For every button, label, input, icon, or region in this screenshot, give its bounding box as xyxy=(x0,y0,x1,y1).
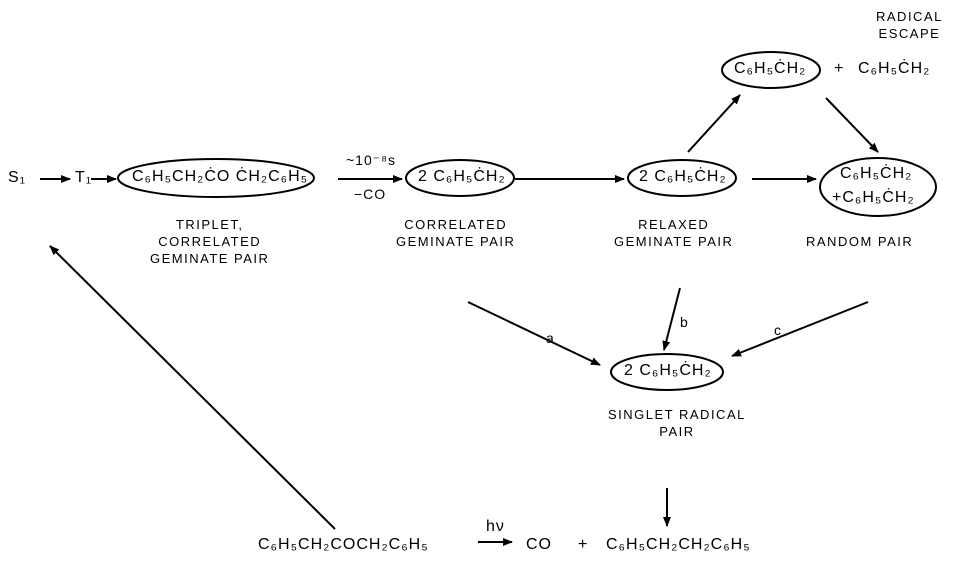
hv-label: hν xyxy=(486,518,505,535)
radical-escape-caption: RADICAL ESCAPE xyxy=(876,9,943,41)
relaxed-pair-label: 2 C₆H₅ĊH₂ xyxy=(639,168,727,185)
singlet-pair-ellipse xyxy=(610,353,724,391)
relaxed-pair-ellipse xyxy=(627,159,737,197)
relaxed-pair-caption: RELAXED GEMINATE PAIR xyxy=(614,217,734,249)
random-pair-caption: RANDOM PAIR xyxy=(806,234,914,249)
free-radical-label: C₆H₅ĊH₂ xyxy=(858,60,931,77)
bibenzyl-label: C₆H₅CH₂CH₂C₆H₅ xyxy=(606,536,751,553)
ketone-label: C₆H₅CH₂COCH₂C₆H₅ xyxy=(258,536,429,553)
singlet-pair-label: 2 C₆H₅ĊH₂ xyxy=(624,362,712,379)
state-s1: S₁ xyxy=(8,169,27,186)
random-pair-line2: +C₆H₅ĊH₂ xyxy=(832,189,915,206)
path-a-label: a xyxy=(546,330,555,346)
time-label: ~10⁻⁸s xyxy=(346,152,397,168)
correlated-pair-ellipse xyxy=(405,159,515,197)
escaped-radical-ellipse xyxy=(721,51,821,89)
arrow-escape-random xyxy=(825,97,879,153)
random-pair-line1: C₆H₅ĊH₂ xyxy=(840,165,913,182)
correlated-pair-label: 2 C₆H₅ĊH₂ xyxy=(418,168,506,185)
arrow-b xyxy=(662,287,681,351)
singlet-pair-caption: SINGLET RADICAL PAIR xyxy=(608,407,746,439)
triplet-pair-caption: TRIPLET, CORRELATED GEMINATE PAIR xyxy=(150,217,270,266)
escape-plus-sign: + xyxy=(834,60,845,77)
arrow-relaxed-escape xyxy=(687,94,741,153)
arrow-ketone-s1 xyxy=(49,245,336,530)
state-t1: T₁ xyxy=(75,169,93,186)
acyl-pair-ellipse xyxy=(117,158,315,198)
random-pair-ellipse xyxy=(819,157,937,217)
correlated-pair-caption: CORRELATED GEMINATE PAIR xyxy=(396,217,516,249)
path-c-label: c xyxy=(774,322,782,338)
co-loss-label: −CO xyxy=(354,186,387,202)
co-product-label: CO xyxy=(526,536,552,553)
product-plus-sign: + xyxy=(578,536,589,553)
arrow-a xyxy=(467,301,601,366)
acyl-pair-label: C₆H₅CH₂ĊO ĊH₂C₆H₅ xyxy=(132,168,309,185)
arrow-c xyxy=(731,301,869,357)
escaped-radical-label: C₆H₅ĊH₂ xyxy=(734,60,807,77)
path-b-label: b xyxy=(680,314,689,330)
